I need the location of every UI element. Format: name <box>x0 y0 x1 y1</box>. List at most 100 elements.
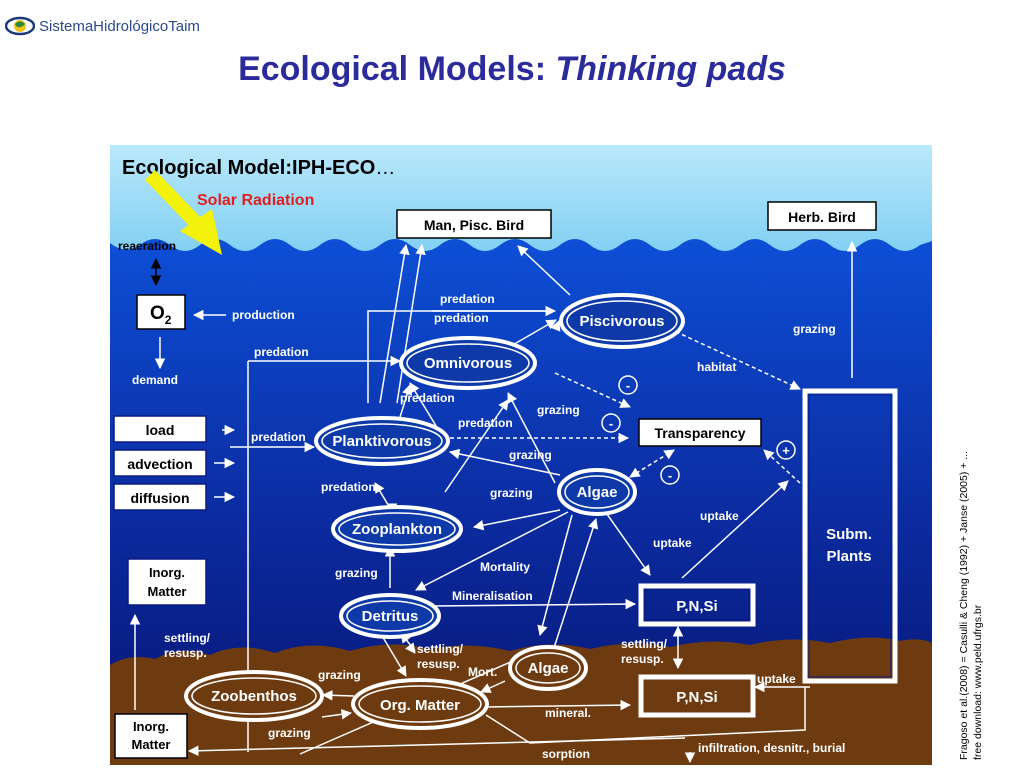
production-label: production <box>232 308 295 322</box>
omnivorous-label: Omnivorous <box>424 355 512 372</box>
settling-label-3b: resusp. <box>621 652 664 666</box>
grazing-label-6: grazing <box>268 726 311 740</box>
uptake-label-1: uptake <box>700 509 739 523</box>
grazing-label-5: grazing <box>318 668 361 682</box>
algae-top-node: Algae <box>557 468 637 516</box>
inorg-top-label-2: Matter <box>147 584 186 599</box>
algae-top-label: Algae <box>577 484 618 501</box>
subm-plants-box: Subm. Plants <box>802 388 898 684</box>
inorg-bottom-label-2: Matter <box>131 737 170 752</box>
title-italic: Thinking pads <box>555 50 786 88</box>
diffusion-label: diffusion <box>130 490 189 506</box>
demand-label: demand <box>132 373 178 387</box>
uptake-label-3: uptake <box>757 672 796 686</box>
reaeration-label: reaeration <box>118 239 176 253</box>
transparency-label: Transparency <box>654 425 745 441</box>
settling-label-1b: resusp. <box>164 646 207 660</box>
minus-sign-3-label: - <box>668 468 672 483</box>
title-main: Ecological Models: <box>238 50 556 88</box>
mortality-label: Mortality <box>480 560 530 574</box>
predation-label-3: predation <box>254 345 309 359</box>
sorption-label: sorption <box>542 747 590 761</box>
mineralisation-label: Mineralisation <box>452 589 533 603</box>
org-matter-node: Org. Matter <box>351 678 489 730</box>
heading-ellipsis: … <box>375 157 395 179</box>
o2-box: O2 <box>136 294 186 330</box>
grazing-label-1: grazing <box>537 403 580 417</box>
diffusion-box: diffusion <box>113 483 207 511</box>
omnivorous-node: Omnivorous <box>399 336 537 390</box>
piscivorous-label: Piscivorous <box>579 313 664 330</box>
grazing-label-3: grazing <box>490 486 533 500</box>
predation-label-5: predation <box>458 416 513 430</box>
water-body <box>110 239 932 765</box>
man-bird-label: Man, Pisc. Bird <box>424 217 524 233</box>
subm-label: Subm. <box>826 526 872 543</box>
grazing-label-4: grazing <box>335 566 378 580</box>
predation-label-6: predation <box>251 430 306 444</box>
plus-sign: + <box>776 440 796 460</box>
brand-logo: SistemaHidrológicoTaim <box>5 15 200 37</box>
load-label: load <box>146 422 175 438</box>
grazing-label-2: grazing <box>509 448 552 462</box>
predation-label-1: predation <box>440 292 495 306</box>
predation-label-2: predation <box>434 311 489 325</box>
uptake-label-2: uptake <box>653 536 692 550</box>
solar-radiation-label: Solar Radiation <box>197 192 314 209</box>
minus-sign-2-label: - <box>609 416 613 431</box>
solar-arrow-icon <box>144 170 222 255</box>
settling-label-1a: settling/ <box>164 631 211 645</box>
settling-label-2b: resusp. <box>417 657 460 671</box>
zooplankton-label: Zooplankton <box>352 521 442 538</box>
brand-name: SistemaHidrológicoTaim <box>39 17 200 35</box>
pnsi-bottom-box: P,N,Si <box>638 674 756 718</box>
transparency-box: Transparency <box>638 418 762 447</box>
settling-label-2a: settling/ <box>417 642 464 656</box>
citation-credit: Fragoso et al.(2008) = Casulli & Cheng (… <box>957 451 985 760</box>
herb-bird-box: Herb. Bird <box>767 201 877 231</box>
predation-label-7: predation <box>321 480 376 494</box>
advection-label: advection <box>127 456 192 472</box>
algae-bottom-node: Algae <box>508 645 588 691</box>
detritus-node: Detritus <box>339 593 441 639</box>
inorg-top-label-1: Inorg. <box>149 565 185 580</box>
o2-label: O <box>150 303 165 324</box>
habitat-label: habitat <box>697 360 736 374</box>
zoobenthos-label: Zoobenthos <box>211 688 297 705</box>
pnsi-bottom-label: P,N,Si <box>676 689 717 706</box>
citation-line-1: Fragoso et al.(2008) = Casulli & Cheng (… <box>958 450 970 760</box>
o2-subscript: 2 <box>165 313 172 327</box>
algae-bottom-label: Algae <box>528 660 569 677</box>
infiltration-label: infiltration, desnitr., burial <box>698 741 845 755</box>
mineral-label: mineral. <box>545 706 591 720</box>
inorg-matter-bottom-box: Inorg. Matter <box>114 713 188 759</box>
zooplankton-node: Zooplankton <box>331 505 463 553</box>
minus-sign-1-label: - <box>626 378 630 393</box>
minus-sign-3: - <box>660 465 680 485</box>
pnsi-top-label: P,N,Si <box>676 598 717 615</box>
page-title: Ecological Models: Thinking pads <box>0 50 1024 89</box>
settling-label-3a: settling/ <box>621 637 668 651</box>
detritus-label: Detritus <box>362 608 419 625</box>
dashed-arrows <box>450 328 801 484</box>
mort-label: Mort. <box>468 665 497 679</box>
diagram-heading: Ecological Model:IPH-ECO <box>122 157 375 179</box>
piscivorous-node: Piscivorous <box>559 293 685 349</box>
man-bird-box: Man, Pisc. Bird <box>396 209 552 239</box>
citation-line-2: free download: www.peld.ufrgs.br <box>972 604 984 760</box>
pnsi-top-box: P,N,Si <box>638 583 756 627</box>
minus-sign-1: - <box>618 375 638 395</box>
svg-text:Ecological Model:IPH-ECO…: Ecological Model:IPH-ECO… <box>122 157 395 179</box>
planktivorous-label: Planktivorous <box>332 433 431 450</box>
eye-globe-icon <box>5 16 35 36</box>
iph-eco-diagram: Ecological Model:IPH-ECO… Solar Radiatio… <box>110 145 932 765</box>
svg-text:O2: O2 <box>150 303 172 327</box>
predation-label-4: predation <box>400 391 455 405</box>
advection-box: advection <box>113 449 207 477</box>
inorg-bottom-label-1: Inorg. <box>133 719 169 734</box>
plus-sign-label: + <box>782 443 790 458</box>
planktivorous-node: Planktivorous <box>314 416 450 466</box>
grazing-label-right: grazing <box>793 322 836 336</box>
load-box: load <box>113 415 207 443</box>
minus-sign-2: - <box>601 413 621 433</box>
